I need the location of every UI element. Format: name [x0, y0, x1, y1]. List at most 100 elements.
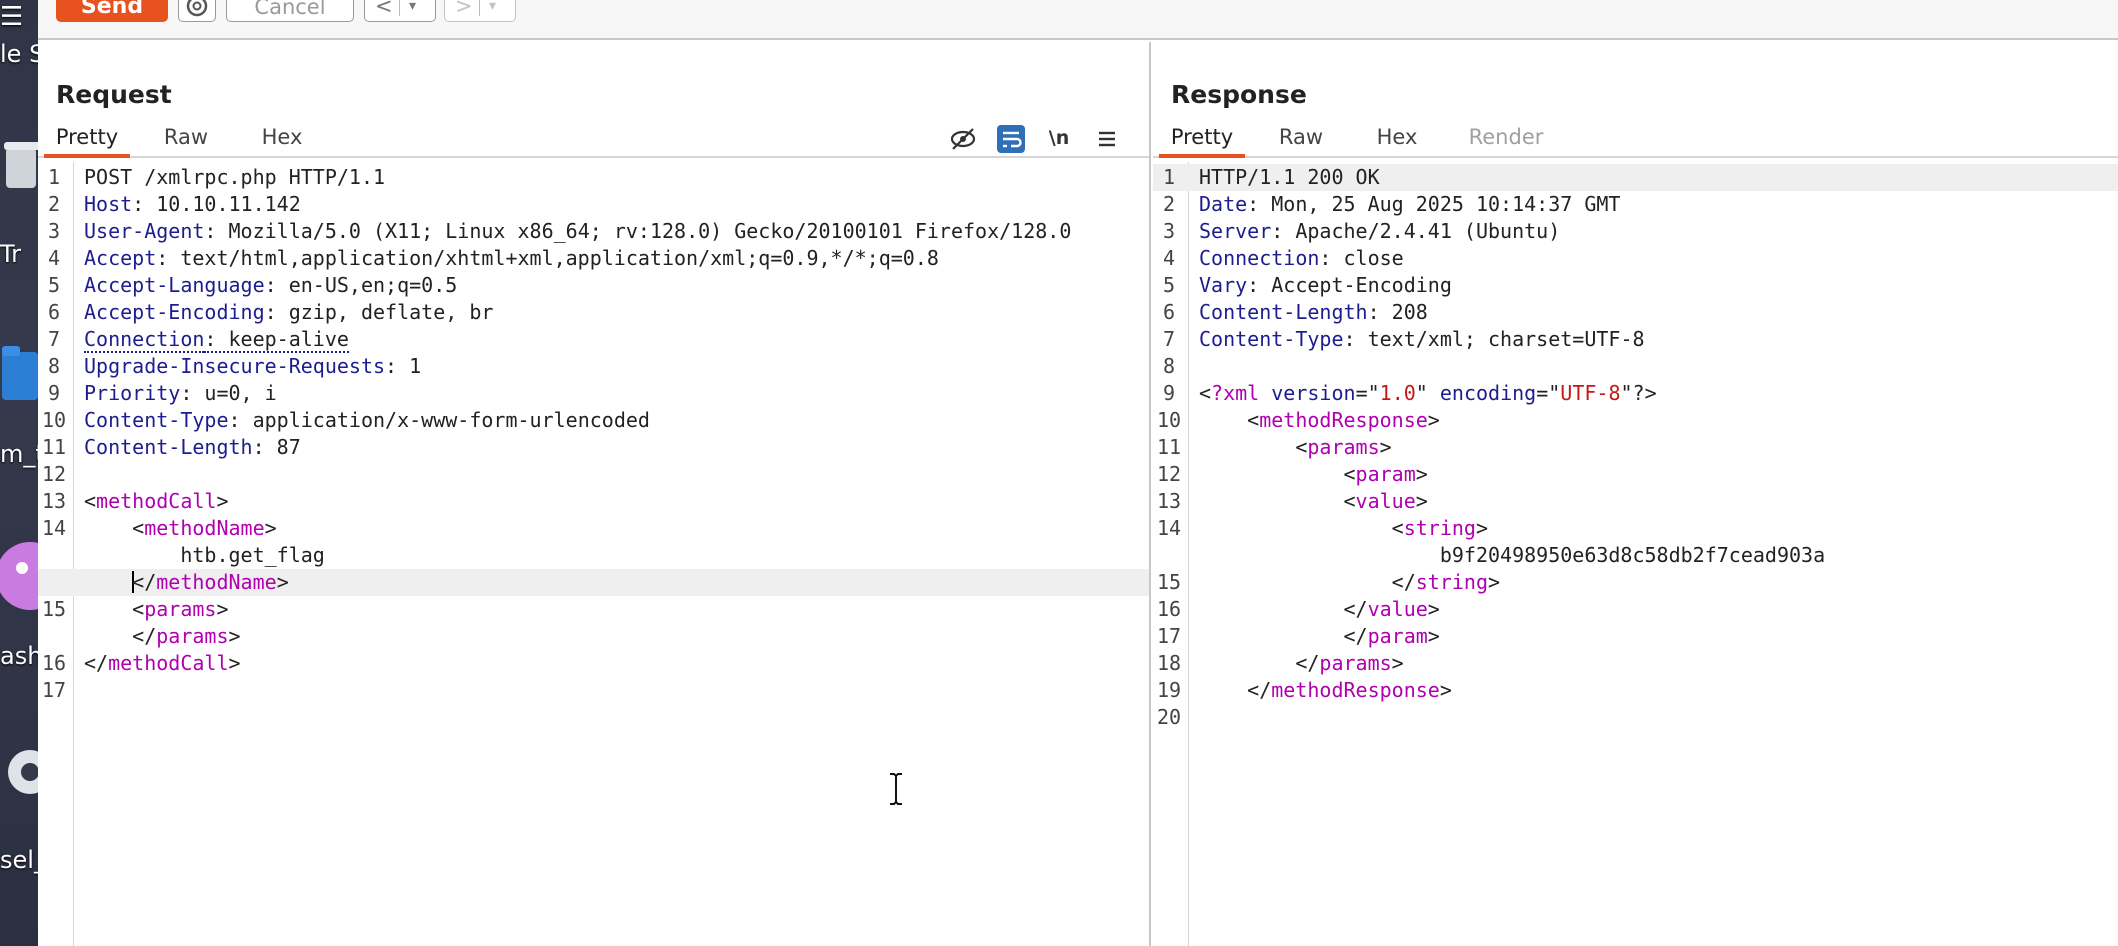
request-line-number: 13: [41, 489, 67, 513]
response-token: UTF-8: [1560, 381, 1621, 405]
settings-button[interactable]: [178, 0, 216, 22]
response-token: : Mon, 25 Aug 2025 10:14:37 GMT: [1247, 192, 1621, 216]
response-line-text: <param>: [1199, 461, 1427, 488]
request-code-line[interactable]: htb.get_flag: [38, 542, 1149, 569]
response-line-number: 15: [1156, 570, 1182, 594]
response-code-line[interactable]: 18 </params>: [1153, 650, 2118, 677]
desktop-label-5[interactable]: sel_: [0, 846, 38, 874]
response-tab-hex[interactable]: Hex: [1376, 125, 1418, 149]
response-code-line[interactable]: 8: [1153, 353, 2118, 380]
request-code-line[interactable]: 14 <methodName>: [38, 515, 1149, 542]
response-code-line[interactable]: b9f20498950e63d8c58db2f7cead903a: [1153, 542, 2118, 569]
response-tab-pretty[interactable]: Pretty: [1159, 120, 1245, 158]
response-token: <: [1199, 435, 1308, 459]
response-line-number: 3: [1162, 219, 1176, 243]
folder-icon[interactable]: [2, 346, 38, 402]
request-code-line[interactable]: 16</methodCall>: [38, 650, 1149, 677]
request-code-line[interactable]: </params>: [38, 623, 1149, 650]
request-token: POST /xmlrpc.php HTTP/1.1: [84, 165, 386, 189]
desktop-label-3[interactable]: m_t: [0, 440, 38, 468]
response-code-line[interactable]: 15 </string>: [1153, 569, 2118, 596]
word-wrap-icon[interactable]: [996, 124, 1026, 154]
forward-arrow-icon: >: [455, 0, 473, 18]
forward-history-dropdown[interactable]: ▾: [489, 0, 497, 14]
request-code-line[interactable]: 13<methodCall>: [38, 488, 1149, 515]
menu-icon[interactable]: [1092, 124, 1122, 154]
request-code-line[interactable]: 15 <params>: [38, 596, 1149, 623]
request-line-number: 4: [47, 246, 61, 270]
response-code-line[interactable]: 20: [1153, 704, 2118, 731]
request-line-number: 6: [47, 300, 61, 324]
request-panel: Request Pretty Raw Hex \n: [38, 42, 1151, 946]
trash-icon[interactable]: [4, 138, 38, 190]
response-line-number: 8: [1162, 354, 1176, 378]
response-line-number: 14: [1156, 516, 1182, 540]
gear-icon: [186, 0, 208, 17]
request-tab-pretty[interactable]: Pretty: [44, 120, 130, 158]
request-line-text: </params>: [84, 623, 240, 650]
desktop-menu-glyph[interactable]: ☰: [0, 2, 24, 32]
back-button[interactable]: < ▾: [364, 0, 436, 22]
response-line-number: 9: [1162, 381, 1176, 405]
response-code-line[interactable]: 10 <methodResponse>: [1153, 407, 2118, 434]
desktop-label-4[interactable]: ash: [0, 642, 38, 670]
newline-icon[interactable]: \n: [1048, 127, 1070, 149]
request-line-number: 3: [47, 219, 61, 243]
response-code-line[interactable]: 12 <param>: [1153, 461, 2118, 488]
desktop-label-1[interactable]: le S: [0, 40, 38, 68]
response-code-line[interactable]: 19 </methodResponse>: [1153, 677, 2118, 704]
response-line-text: Content-Type: text/xml; charset=UTF-8: [1199, 326, 1645, 353]
request-token: User-Agent: [84, 219, 205, 243]
request-code-line[interactable]: 12: [38, 461, 1149, 488]
response-line-number: 13: [1156, 489, 1182, 513]
request-title: Request: [56, 80, 172, 109]
send-button[interactable]: Send: [56, 0, 168, 22]
back-history-dropdown[interactable]: ▾: [409, 0, 417, 14]
cancel-button[interactable]: Cancel: [226, 0, 354, 22]
settings-gear-icon[interactable]: [2, 742, 38, 804]
response-tab-render[interactable]: Render: [1468, 125, 1544, 149]
request-line-number: 15: [41, 597, 67, 621]
hide-eye-icon[interactable]: [948, 124, 978, 154]
request-tab-hex[interactable]: Hex: [261, 125, 303, 149]
response-code-line[interactable]: 14 <string>: [1153, 515, 2118, 542]
request-code-line[interactable]: 17: [38, 677, 1149, 704]
request-token: methodCall: [96, 489, 217, 513]
response-token: </: [1199, 597, 1368, 621]
response-code-line[interactable]: 17 </param>: [1153, 623, 2118, 650]
back-arrow-icon: <: [375, 0, 393, 18]
app-launcher-icon[interactable]: [0, 538, 38, 618]
response-code-line[interactable]: 16 </value>: [1153, 596, 2118, 623]
response-code-line[interactable]: 11 <params>: [1153, 434, 2118, 461]
response-code-line[interactable]: 9<?xml version="1.0" encoding="UTF-8"?>: [1153, 380, 2118, 407]
response-tab-raw[interactable]: Raw: [1278, 125, 1324, 149]
response-token: params: [1307, 435, 1380, 459]
request-tab-raw[interactable]: Raw: [163, 125, 209, 149]
request-code-line[interactable]: </methodName>: [38, 569, 1149, 596]
response-code-line[interactable]: 13 <value>: [1153, 488, 2118, 515]
forward-button[interactable]: > ▾: [444, 0, 516, 22]
request-token: methodName: [144, 516, 265, 540]
response-token: >: [1379, 435, 1392, 459]
desktop-label-2[interactable]: Tr: [0, 240, 21, 268]
